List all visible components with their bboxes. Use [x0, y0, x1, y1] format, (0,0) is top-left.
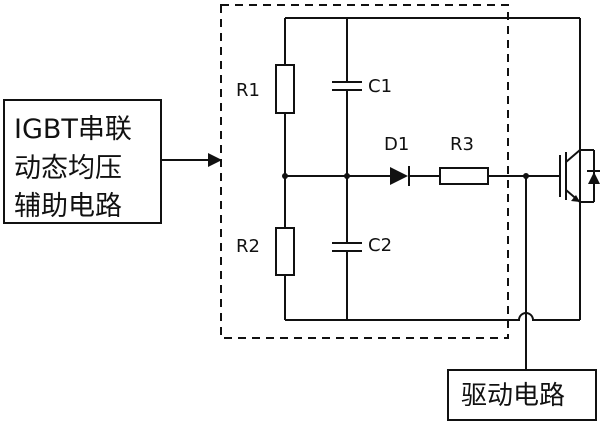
c2-label: C2	[368, 235, 392, 256]
auxiliary-block-line1: IGBT串联	[14, 114, 132, 145]
capacitor-c2: C2	[332, 235, 392, 256]
diode-d1: D1	[384, 134, 410, 186]
r3-label: R3	[450, 134, 474, 155]
r1-label: R1	[236, 80, 260, 101]
d1-label: D1	[384, 134, 409, 155]
igbt-icon	[559, 149, 600, 203]
circuit-wires	[284, 17, 581, 370]
auxiliary-circuit-block: IGBT串联 动态均压 辅助电路	[3, 99, 162, 224]
r2-label: R2	[236, 236, 260, 257]
auxiliary-block-line3: 辅助电路	[14, 191, 122, 222]
driver-block-label: 驱动电路	[461, 381, 565, 411]
resistor-r3: R3	[439, 134, 489, 185]
junction-dots	[282, 173, 529, 179]
dashed-boundary	[220, 4, 509, 339]
input-arrow	[161, 153, 222, 167]
resistor-r1: R1	[236, 64, 295, 114]
auxiliary-block-line2: 动态均压	[14, 153, 122, 184]
capacitor-c1: C1	[332, 76, 392, 97]
driver-circuit-block: 驱动电路	[447, 369, 597, 421]
resistor-r2: R2	[236, 227, 295, 276]
c1-label: C1	[368, 76, 392, 97]
